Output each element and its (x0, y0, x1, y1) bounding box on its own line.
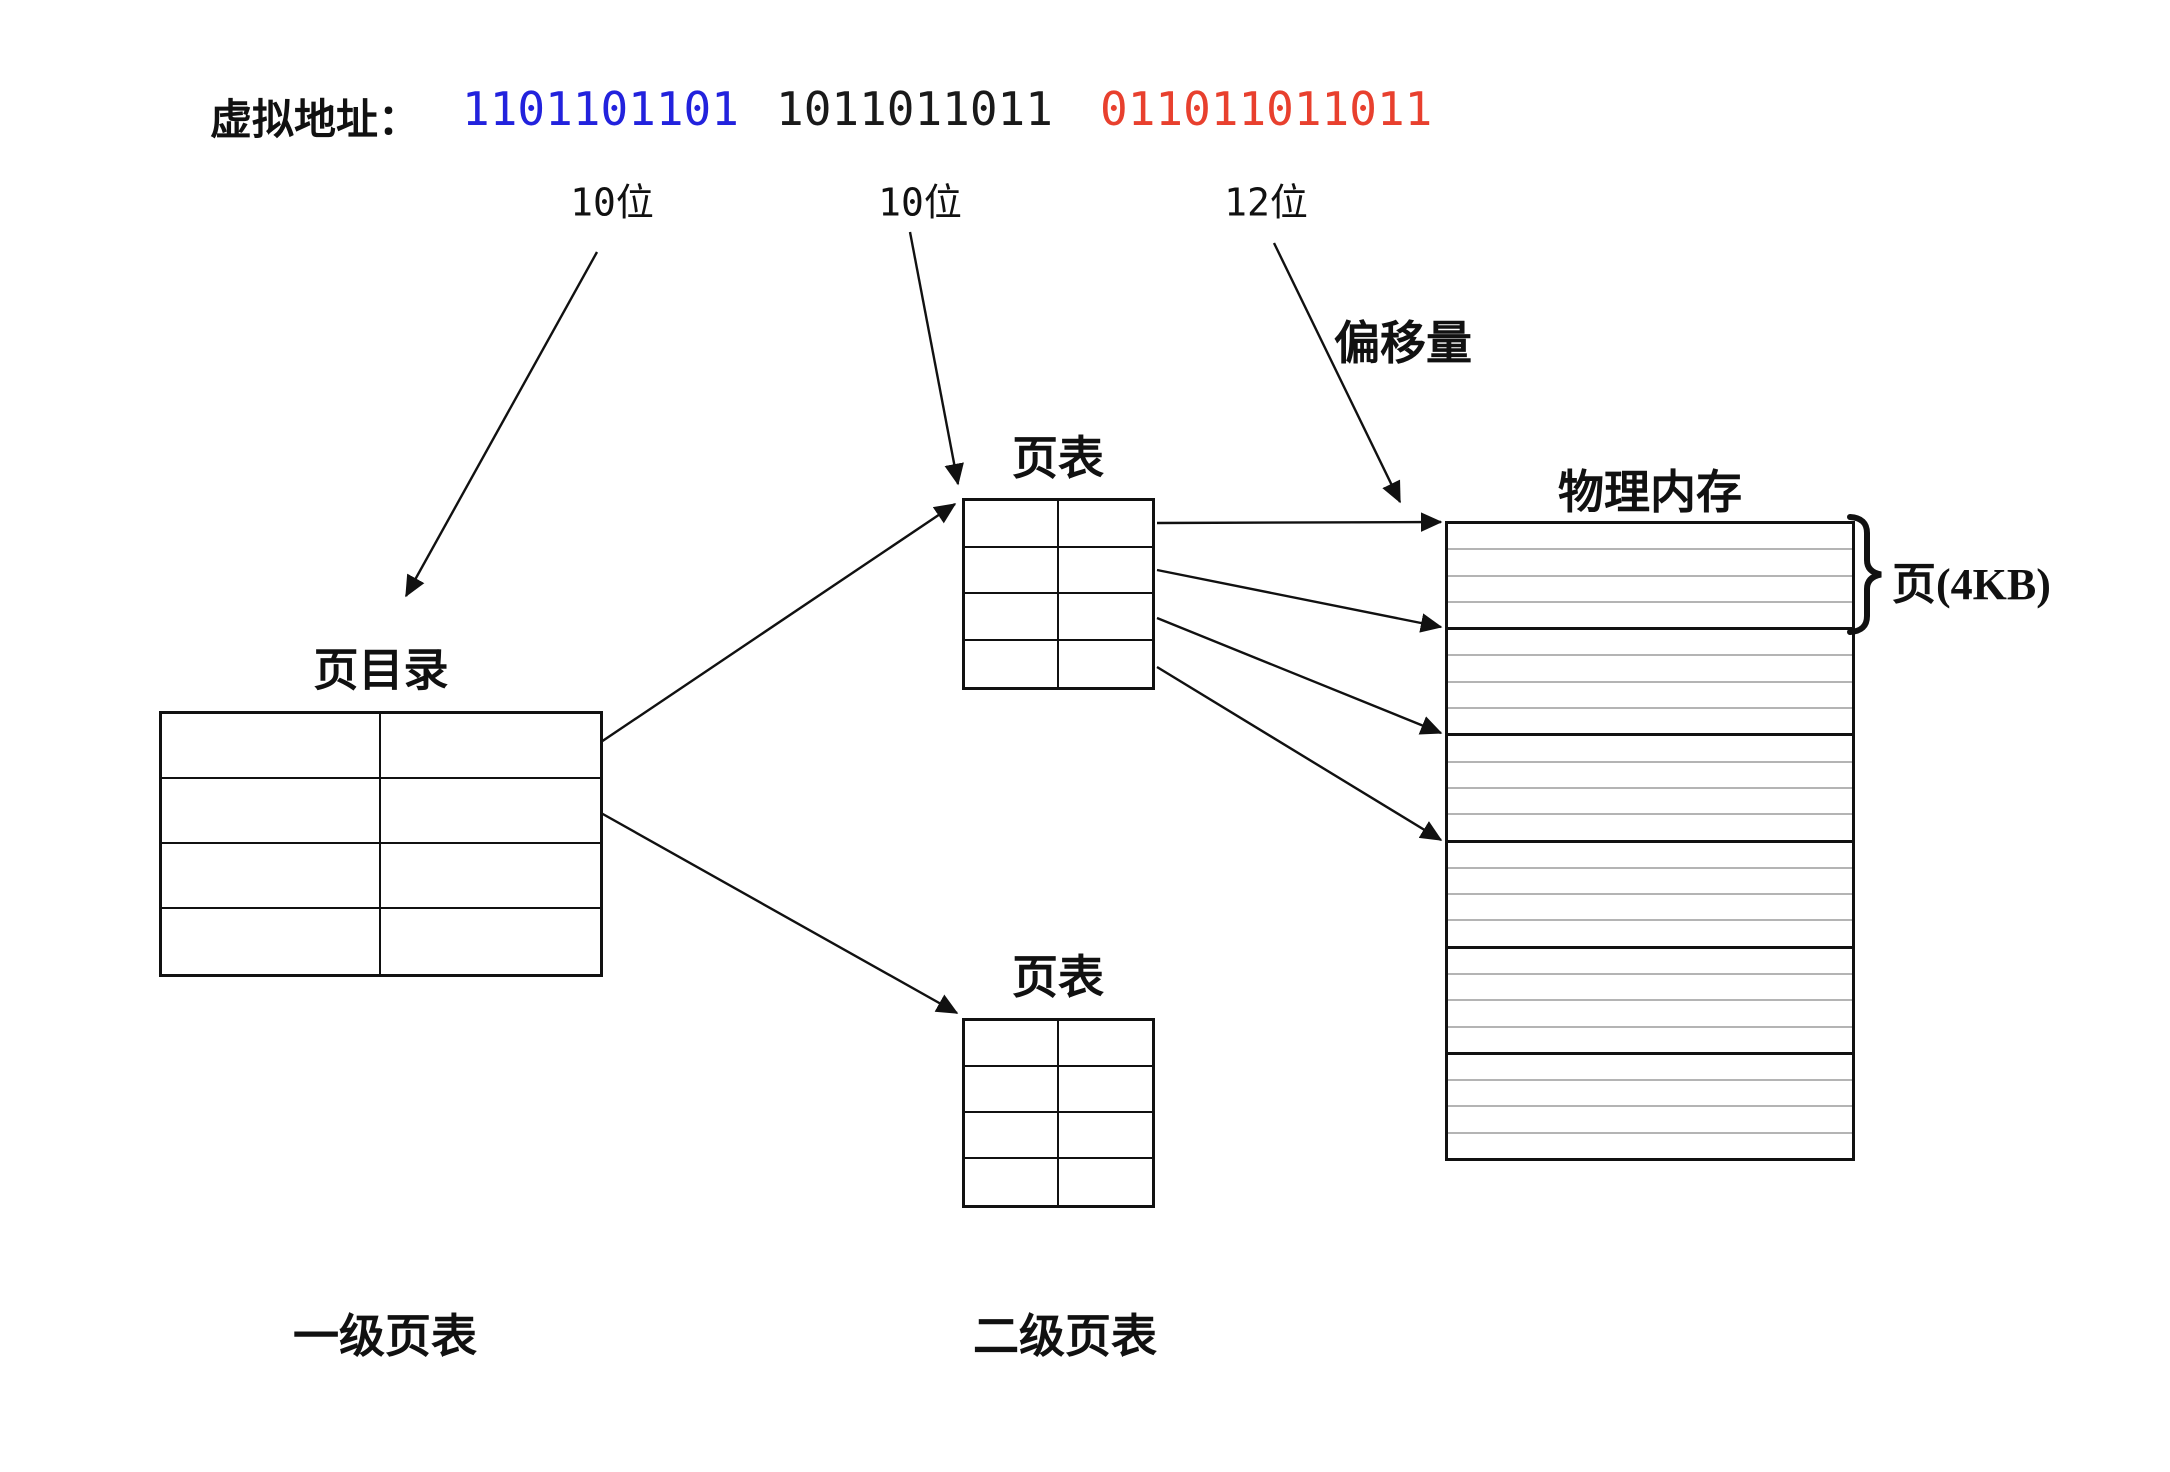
page-directory-cell (381, 909, 600, 974)
arrow-directory-to-page-table-2 (600, 811, 959, 1015)
physical-memory-page (1448, 736, 1852, 843)
page-table-2-cell (1058, 1067, 1152, 1113)
physical-memory-page (1448, 843, 1852, 949)
bit-width-label-1: 10位 (570, 180, 654, 225)
page-table-1-cell (965, 547, 1059, 594)
arrow-pte1-to-frame-1 (1156, 512, 1443, 532)
physical-memory-page (1448, 949, 1852, 1055)
page-table-2-cell (1059, 1159, 1153, 1205)
physical-memory-row (1448, 656, 1852, 683)
va-bits-group-2: 1011011011 (776, 82, 1053, 136)
page-table-1-cell (1059, 641, 1153, 688)
va-bits-group-3: 011011011011 (1100, 82, 1433, 136)
physical-memory-row (1448, 763, 1852, 789)
physical-memory-row (1448, 524, 1852, 551)
physical-memory-table (1445, 521, 1855, 1161)
physical-memory-row (1448, 630, 1852, 657)
physical-memory-page (1448, 630, 1852, 737)
physical-memory-row (1448, 789, 1852, 816)
page-directory-cell (381, 714, 600, 779)
physical-memory-row (1448, 736, 1852, 763)
page-table-1-cell (965, 501, 1059, 548)
first-level-page-table-caption: 一级页表 (293, 1311, 477, 1362)
page-table-2-cell (965, 1159, 1059, 1205)
page-table-2-title: 页表 (1012, 952, 1104, 1003)
arrow-pte2-to-frame-2 (1156, 568, 1443, 633)
virtual-address-label: 虚拟地址： (210, 98, 421, 144)
page-size-label: 页(4KB) (1892, 560, 2051, 609)
page-table-1-cell (1058, 594, 1152, 641)
physical-memory-row (1448, 550, 1852, 577)
physical-memory-row (1448, 895, 1852, 922)
physical-memory-title: 物理内存 (1558, 467, 1742, 518)
physical-memory-row (1448, 683, 1852, 710)
page-table-2-cell (1058, 1021, 1152, 1067)
second-level-page-table-caption: 二级页表 (973, 1311, 1157, 1362)
physical-memory-row (1448, 577, 1852, 603)
va-bits-group-1: 1101101101 (462, 82, 739, 136)
page-directory-table (159, 711, 603, 977)
physical-memory-row (1448, 921, 1852, 945)
page-directory-title: 页目录 (313, 645, 449, 696)
arrow-pte3-to-frame-3 (1156, 616, 1443, 735)
page-directory-cell (162, 779, 381, 844)
page-table-1 (962, 498, 1155, 690)
physical-memory-row (1448, 1055, 1852, 1082)
physical-memory-row (1448, 1001, 1852, 1028)
page-table-2 (962, 1018, 1155, 1208)
page-directory-cell (162, 844, 381, 909)
physical-memory-row (1448, 1028, 1852, 1052)
physical-memory-row (1448, 949, 1852, 975)
page-directory-cell (162, 714, 381, 779)
page-table-1-title: 页表 (1012, 433, 1104, 484)
physical-memory-row (1448, 603, 1852, 627)
physical-memory-row (1448, 1107, 1852, 1134)
page-table-2-cell (965, 1113, 1059, 1159)
arrow-pte4-to-frame-4 (1156, 665, 1443, 842)
arrow-bits10b-to-page-table-1 (908, 231, 964, 486)
page-table-2-cell (965, 1021, 1059, 1067)
page-table-1-cell (965, 640, 1059, 687)
page-table-2-cell (1058, 1113, 1152, 1159)
physical-memory-row (1448, 1134, 1852, 1158)
physical-memory-row (1448, 1081, 1852, 1108)
page-directory-cell (162, 909, 381, 974)
arrow-directory-to-page-table-1 (600, 503, 957, 743)
physical-memory-row (1448, 869, 1852, 896)
page-directory-cell (381, 844, 600, 909)
physical-memory-row (1448, 709, 1852, 733)
page-table-1-cell (965, 594, 1059, 641)
bit-width-label-3: 12位 (1224, 180, 1308, 225)
physical-memory-page (1448, 1055, 1852, 1158)
physical-memory-row (1448, 975, 1852, 1002)
physical-memory-row (1448, 815, 1852, 839)
arrow-bits10a-to-page-directory (404, 251, 599, 598)
page-table-2-cell (965, 1067, 1059, 1113)
page-table-1-cell (1058, 548, 1152, 594)
physical-memory-page (1448, 524, 1852, 631)
offset-label: 偏移量 (1334, 318, 1472, 369)
physical-memory-row (1448, 843, 1852, 869)
bit-width-label-2: 10位 (878, 180, 962, 225)
page-directory-cell (381, 779, 600, 844)
page-table-1-cell (1058, 501, 1152, 548)
